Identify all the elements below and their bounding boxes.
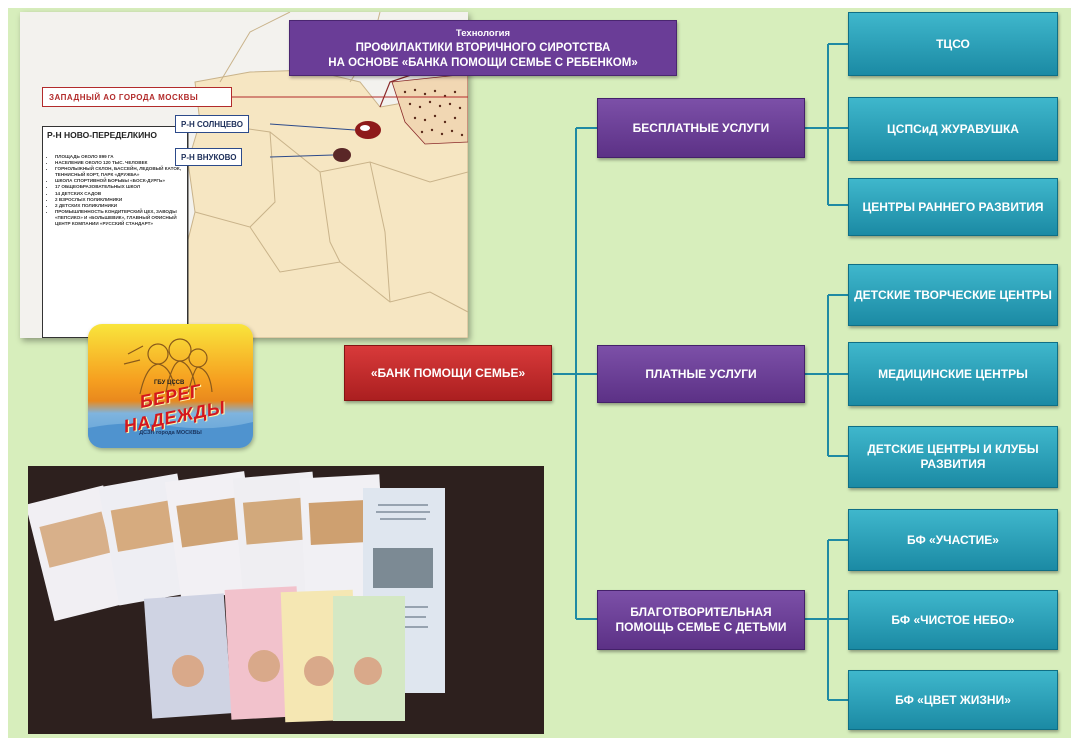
leaf-development-clubs: ДЕТСКИЕ ЦЕНТРЫ И КЛУБЫ РАЗВИТИЯ bbox=[848, 426, 1058, 488]
info-item: 2 ДЕТСКИХ ПОЛИКЛИНИКИ bbox=[55, 203, 183, 209]
tag-vnukovo: Р-Н ВНУКОВО bbox=[175, 148, 243, 166]
district-banner: ЗАПАДНЫЙ АО ГОРОДА МОСКВЫ bbox=[42, 87, 232, 107]
district-map bbox=[20, 12, 468, 338]
technology-title-line3: НА ОСНОВЕ «БАНКА ПОМОЩИ СЕМЬЕ С РЕБЕНКОМ… bbox=[328, 56, 638, 69]
technology-title: Технология ПРОФИЛАКТИКИ ВТОРИЧНОГО СИРОТ… bbox=[289, 20, 677, 76]
logo-org: ГБУ ЦССВ bbox=[154, 380, 185, 386]
logo-city: ДСЗН города МОСКВЫ bbox=[139, 430, 202, 436]
district-info-panel: Р-Н НОВО-ПЕРЕДЕЛКИНО ПЛОЩАДЬ ОКОЛО 899 Г… bbox=[42, 126, 188, 338]
branch-paid-services: ПЛАТНЫЕ УСЛУГИ bbox=[597, 345, 805, 403]
info-item: 14 ДЕТСКИХ САДОВ bbox=[55, 191, 183, 197]
technology-title-line2: ПРОФИЛАКТИКИ ВТОРИЧНОГО СИРОТСТВА bbox=[355, 41, 611, 54]
info-item: ПЛОЩАДЬ ОКОЛО 899 ГА bbox=[55, 154, 183, 160]
leaf-bf-tsvet-zhizni: БФ «ЦВЕТ ЖИЗНИ» bbox=[848, 670, 1058, 730]
info-item: 17 ОБЩЕОБРАЗОВАТЕЛЬНЫХ ШКОЛ bbox=[55, 184, 183, 190]
technology-title-line1: Технология bbox=[455, 27, 511, 39]
diagram-connectors bbox=[553, 43, 848, 701]
logo-emblem bbox=[88, 338, 253, 448]
brochures-image bbox=[28, 466, 544, 734]
leaf-zhuravushka: ЦСПСиД ЖУРАВУШКА bbox=[848, 97, 1058, 161]
info-item: ШКОЛА СПОРТИВНОЙ БОРЬБЫ «БОСК-ДУРГЬ» bbox=[55, 178, 183, 184]
info-list: ПЛОЩАДЬ ОКОЛО 899 ГА НАСЕЛЕНИЕ ОКОЛО 120… bbox=[47, 154, 183, 227]
info-title: Р-Н НОВО-ПЕРЕДЕЛКИНО bbox=[47, 130, 157, 140]
slide: ЗАПАДНЫЙ АО ГОРОДА МОСКВЫ Р-Н НОВО-ПЕРЕД… bbox=[8, 8, 1071, 738]
leaf-early-development: ЦЕНТРЫ РАННЕГО РАЗВИТИЯ bbox=[848, 178, 1058, 236]
tag-solntsevo: Р-Н СОЛНЦЕВО bbox=[175, 115, 249, 133]
brochures-photo bbox=[28, 466, 544, 734]
organization-logo: ГБУ ЦССВ БЕРЕГ НАДЕЖДЫ ДСЗН города МОСКВ… bbox=[88, 324, 253, 448]
info-item: ГОРНОЛЫЖНЫЙ СКЛОН, БАССЕЙН, ЛЕДОВЫЙ КАТО… bbox=[55, 166, 183, 178]
leaf-bf-chistoe-nebo: БФ «ЧИСТОЕ НЕБО» bbox=[848, 590, 1058, 650]
branch-free-services: БЕСПЛАТНЫЕ УСЛУГИ bbox=[597, 98, 805, 158]
district-map-card: ЗАПАДНЫЙ АО ГОРОДА МОСКВЫ Р-Н НОВО-ПЕРЕД… bbox=[20, 12, 468, 338]
info-item: ПРОМЫШЛЕННОСТЬ КОНДИТЕРСКИЙ ЦЕХ, ЗАВОДЫ … bbox=[55, 209, 183, 227]
info-item: НАСЕЛЕНИЕ ОКОЛО 120 ТЫС. ЧЕЛОВЕК bbox=[55, 160, 183, 166]
branch-charity-help: БЛАГОТВОРИТЕЛЬНАЯ ПОМОЩЬ СЕМЬЕ С ДЕТЬМИ bbox=[597, 590, 805, 650]
center-node-family-bank: «БАНК ПОМОЩИ СЕМЬЕ» bbox=[344, 345, 552, 401]
leaf-tcso: ТЦСО bbox=[848, 12, 1058, 76]
leaf-creative-centers: ДЕТСКИЕ ТВОРЧЕСКИЕ ЦЕНТРЫ bbox=[848, 264, 1058, 326]
leaf-medical-centers: МЕДИЦИНСКИЕ ЦЕНТРЫ bbox=[848, 342, 1058, 406]
info-item: 2 ВЗРОСЛЫХ ПОЛИКЛИНИКИ bbox=[55, 197, 183, 203]
leaf-bf-uchastie: БФ «УЧАСТИЕ» bbox=[848, 509, 1058, 571]
